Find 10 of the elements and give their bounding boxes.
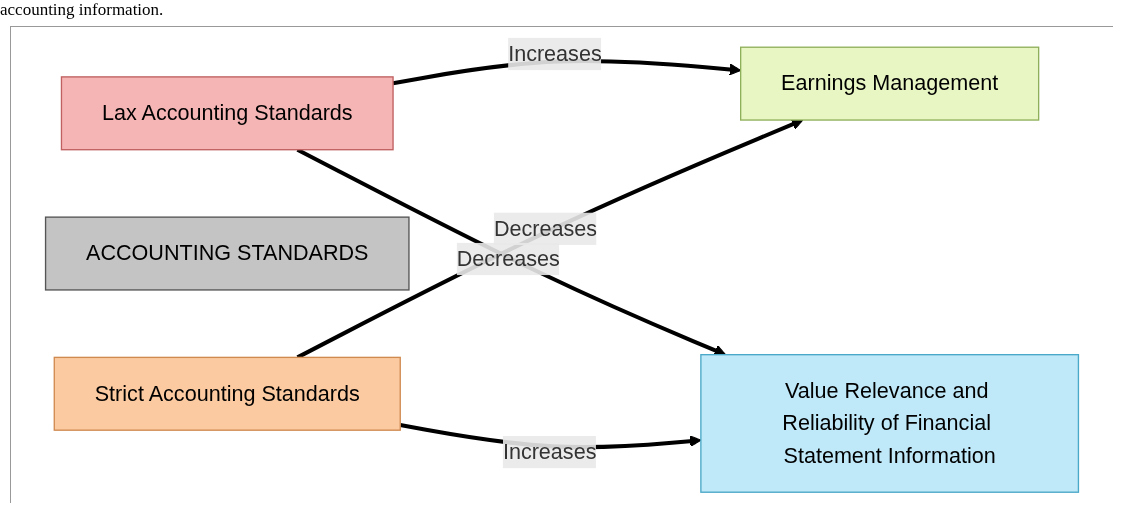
edge-label: Increases (502, 440, 597, 463)
node-box: Value Relevance and Reliability of Financial Statement Information (700, 354, 1080, 493)
edge-label: Increases (508, 41, 602, 65)
node-box: Lax Accounting Standards (60, 76, 394, 151)
node-box: Earnings Management (740, 46, 1040, 121)
edge-label: Decreases (456, 246, 560, 270)
edge-label: Decreases (493, 216, 598, 240)
header-text: accounting information. (0, 0, 164, 20)
node-box: ACCOUNTING STANDARDS (44, 216, 410, 291)
node-box: Strict Accounting Standards (53, 356, 401, 431)
